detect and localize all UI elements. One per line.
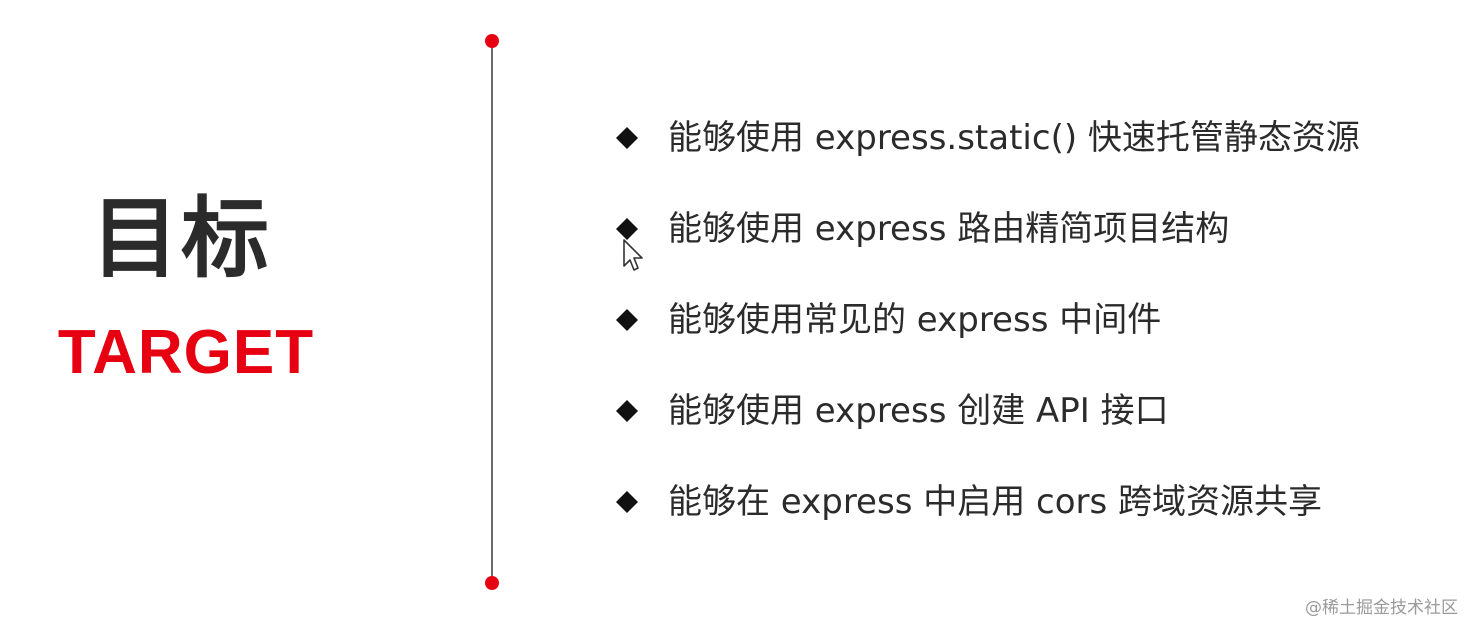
goals-list: 能够使用 express.static() 快速托管静态资源 能够使用 expr… [612, 92, 1360, 547]
goal-item: 能够使用 express 路由精简项目结构 [612, 183, 1360, 274]
goal-item: 能够使用 express 创建 API 接口 [612, 365, 1360, 456]
goal-text: 能够在 express 中启用 cors 跨域资源共享 [668, 481, 1323, 522]
goal-text: 能够使用 express.static() 快速托管静态资源 [668, 117, 1360, 158]
diamond-bullet-icon [616, 490, 638, 513]
timeline-dot-top [485, 34, 499, 48]
diamond-bullet-icon [616, 399, 638, 422]
watermark: @稀土掘金技术社区 [1305, 598, 1458, 618]
goal-item: 能够使用 express.static() 快速托管静态资源 [612, 92, 1360, 183]
diamond-bullet-icon [616, 126, 638, 149]
diamond-bullet-icon [616, 217, 638, 240]
diamond-bullet-icon [616, 308, 638, 331]
slide-title-english: TARGET [57, 318, 315, 387]
goal-text: 能够使用 express 创建 API 接口 [668, 390, 1169, 431]
timeline-divider [491, 41, 493, 583]
mouse-pointer-icon [622, 238, 646, 274]
goal-item: 能够在 express 中启用 cors 跨域资源共享 [612, 456, 1360, 547]
slide-title-chinese: 目标 [90, 187, 271, 290]
goal-item: 能够使用常见的 express 中间件 [612, 274, 1360, 365]
goal-text: 能够使用常见的 express 中间件 [668, 299, 1162, 340]
timeline-dot-bottom [485, 576, 499, 590]
goal-text: 能够使用 express 路由精简项目结构 [668, 208, 1230, 249]
